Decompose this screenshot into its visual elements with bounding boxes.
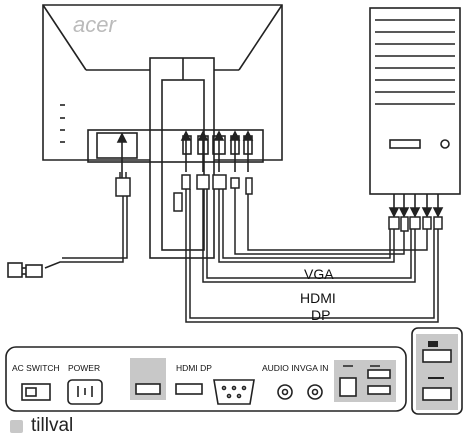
ac-switch-label: AC SWITCH bbox=[12, 363, 60, 373]
hdmi-dp-label: HDMI DP bbox=[176, 363, 212, 373]
port-arrows bbox=[116, 130, 254, 178]
panel-ports bbox=[135, 379, 323, 405]
port-panel bbox=[5, 346, 407, 412]
legend-swatch bbox=[10, 419, 23, 433]
pc-connectors bbox=[388, 216, 443, 232]
side-usb-panel bbox=[411, 327, 463, 415]
power-plug-icon bbox=[7, 262, 43, 278]
audio-in-label: AUDIO IN bbox=[262, 363, 300, 373]
legend-label: tillval bbox=[31, 415, 74, 436]
hdmi-label: HDMI bbox=[300, 290, 336, 306]
usb-port-icon bbox=[339, 365, 391, 397]
vga-label: VGA bbox=[304, 266, 334, 282]
pc-port-arrows bbox=[388, 194, 444, 218]
monitor-brand: acer bbox=[73, 12, 117, 37]
monitor-icon bbox=[42, 4, 283, 259]
legend: tillval bbox=[10, 415, 73, 437]
pc-tower-icon bbox=[369, 7, 461, 195]
cables bbox=[44, 188, 439, 323]
vga-in-label: VGA IN bbox=[300, 363, 328, 373]
dp-label: DP bbox=[311, 307, 330, 323]
power-label: POWER bbox=[68, 363, 100, 373]
